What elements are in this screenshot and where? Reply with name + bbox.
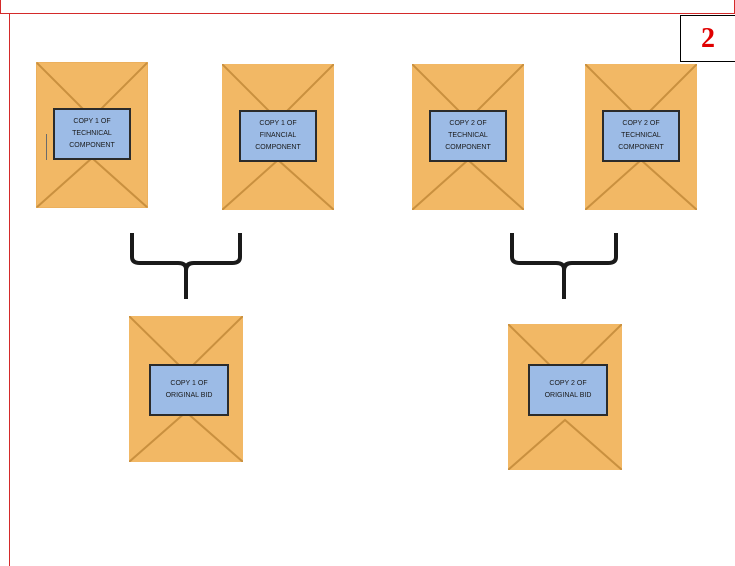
envelope-copy1-financial: COPY 1 OF FINANCIAL COMPONENT bbox=[222, 64, 334, 210]
page-frame-top bbox=[0, 0, 735, 14]
curly-brace-icon bbox=[510, 233, 618, 299]
envelope-label-text: COPY 2 OF ORIGINAL BID bbox=[544, 380, 592, 399]
envelope-copy2-technical: COPY 2 OF TECHNICAL COMPONENT bbox=[412, 64, 524, 210]
envelope-copy1-original-bid: COPY 1 OF ORIGINAL BID bbox=[129, 316, 243, 462]
page-number: 2 bbox=[701, 22, 715, 54]
envelope-label-text: COPY 2 OF TECHNICAL COMPONENT bbox=[618, 120, 664, 151]
envelope-label-text: COPY 1 OF FINANCIAL COMPONENT bbox=[255, 120, 301, 151]
envelope-label: COPY 1 OF ORIGINAL BID bbox=[149, 364, 229, 416]
envelope-label-text: COPY 1 OF ORIGINAL BID bbox=[165, 380, 213, 399]
envelope-label: COPY 1 OF FINANCIAL COMPONENT bbox=[239, 110, 317, 162]
curly-brace-icon bbox=[130, 233, 242, 299]
envelope-label-text: COPY 2 OF TECHNICAL COMPONENT bbox=[445, 120, 491, 151]
envelope-copy2-original-bid: COPY 2 OF ORIGINAL BID bbox=[508, 324, 622, 470]
page-number-box: 2 bbox=[680, 15, 735, 62]
scratch-mark bbox=[46, 134, 47, 160]
envelope-label: COPY 1 OF TECHNICAL COMPONENT bbox=[53, 108, 131, 160]
curly-brace-right bbox=[508, 233, 620, 299]
envelope-label: COPY 2 OF TECHNICAL COMPONENT bbox=[602, 110, 680, 162]
curly-brace-left bbox=[128, 233, 244, 299]
envelope-label: COPY 2 OF TECHNICAL COMPONENT bbox=[429, 110, 507, 162]
envelope-label-text: COPY 1 OF TECHNICAL COMPONENT bbox=[69, 118, 115, 149]
envelope-copy2-technical-b: COPY 2 OF TECHNICAL COMPONENT bbox=[585, 64, 697, 210]
envelope-copy1-technical: COPY 1 OF TECHNICAL COMPONENT bbox=[36, 62, 148, 208]
page-frame-left bbox=[9, 14, 10, 566]
envelope-label: COPY 2 OF ORIGINAL BID bbox=[528, 364, 608, 416]
